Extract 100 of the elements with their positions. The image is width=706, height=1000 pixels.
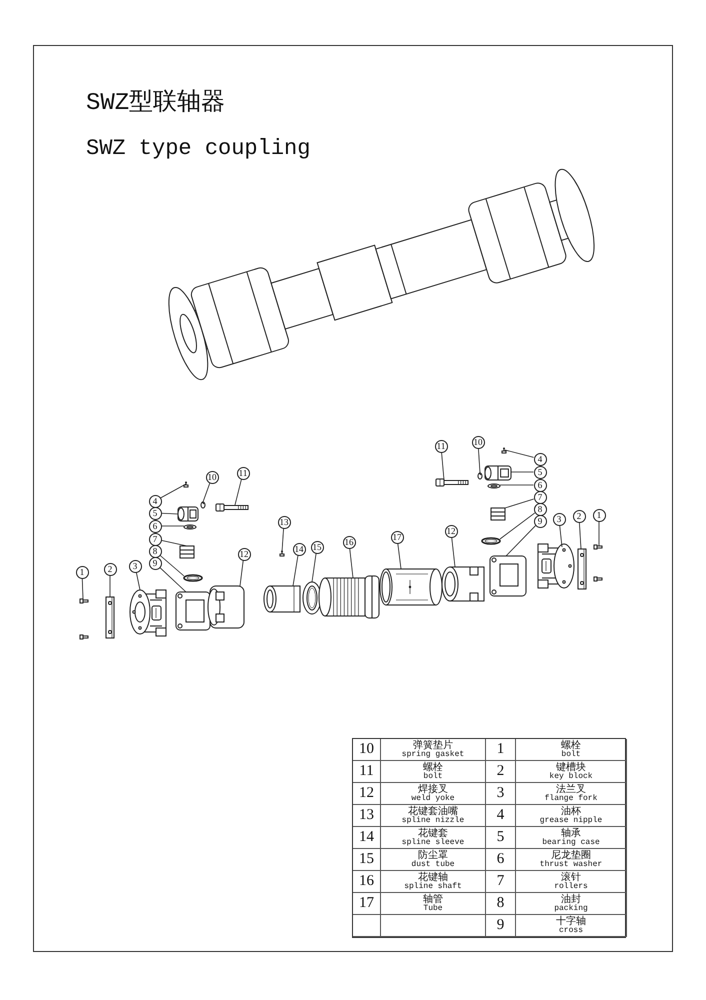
callout-number: 3 (552, 512, 566, 526)
part-name: 油封 (561, 894, 581, 904)
part-number: 9 (496, 918, 504, 933)
callout-number: 2 (572, 510, 586, 522)
part-number: 10 (359, 742, 374, 757)
part-name: key block (549, 772, 593, 780)
part-name: thrust washer (540, 860, 602, 868)
leader-line (504, 498, 534, 508)
bolt-drawing (436, 478, 468, 486)
rollers-drawing (180, 546, 194, 558)
leader-line (478, 448, 480, 474)
callout-number: 17 (390, 530, 404, 544)
leader-line (159, 567, 186, 592)
part-number: 11 (359, 764, 374, 779)
callout-number: 12 (238, 548, 250, 560)
part-name: weld yoke (411, 794, 455, 802)
callout-number: 16 (342, 536, 356, 548)
part-number: 14 (359, 830, 374, 845)
part-name: 螺栓 (561, 740, 581, 750)
callout-number: 10 (472, 436, 484, 448)
packing-drawing (183, 574, 203, 582)
callout-number: 12 (444, 524, 458, 538)
part-name: bearing case (542, 838, 600, 846)
part-number: 1 (496, 742, 504, 757)
callout-number: 1 (76, 566, 88, 578)
part-name: grease nipple (540, 816, 602, 824)
subtitle: SWZ type coupling (86, 138, 310, 160)
part-number: 4 (496, 808, 504, 823)
leader-line (579, 522, 582, 550)
part-name: 防尘罩 (418, 850, 448, 860)
callout-number: 3 (128, 560, 142, 572)
leader-line (500, 484, 534, 486)
leader-line (82, 578, 84, 600)
callout-number: 9 (534, 514, 546, 528)
callout-number: 4 (534, 452, 546, 466)
part-name: spline shaft (404, 882, 462, 890)
leader-line (312, 553, 316, 582)
part-name: 油杯 (561, 806, 581, 816)
callout-number: 7 (534, 490, 546, 504)
leader-line (292, 555, 298, 586)
bolt-drawing (80, 598, 88, 640)
part-number: 12 (359, 786, 374, 801)
thrust-washer-drawing (184, 524, 196, 530)
leader-line (504, 450, 534, 458)
leader-line (451, 537, 456, 568)
part-name: 花键轴 (418, 872, 448, 882)
grease-nipple-drawing (184, 482, 188, 488)
callout-number: 4 (148, 494, 162, 508)
callout-number: 1 (592, 508, 606, 522)
part-name: 焊接叉 (418, 784, 448, 794)
part-name: packing (554, 904, 588, 912)
callout-number: 10 (206, 470, 218, 484)
part-name: Tube (423, 904, 443, 912)
grease-nipple-drawing (280, 550, 284, 556)
leader-line (397, 543, 402, 570)
leader-line (161, 512, 178, 514)
part-number: 2 (496, 764, 504, 779)
part-name: spline sleeve (402, 838, 464, 846)
callout-number: 11 (434, 440, 448, 452)
leader-line (559, 525, 562, 548)
weld-yoke-drawing (208, 586, 244, 628)
spring-gasket-drawing (478, 472, 482, 480)
callout-number: 2 (104, 562, 116, 576)
part-name: 花键套油嘴 (408, 806, 458, 816)
part-number: 15 (359, 852, 374, 867)
leader-line (500, 512, 536, 540)
part-name: dust tube (411, 860, 455, 868)
part-name: bolt (561, 750, 581, 758)
grease-nipple-drawing (502, 448, 506, 454)
flange-fork-drawing (538, 544, 574, 588)
part-name: 螺栓 (423, 762, 443, 772)
spline-sleeve-drawing (264, 586, 300, 612)
bearing-case-drawing (484, 466, 512, 480)
bearing-case-drawing (178, 506, 198, 522)
part-name: 轴承 (561, 828, 581, 838)
cross-drawing (176, 592, 210, 630)
key-block-drawing (106, 596, 114, 638)
part-number: 3 (496, 786, 504, 801)
part-name: rollers (554, 882, 588, 890)
part-name: flange fork (544, 794, 598, 802)
callout-number: 6 (534, 478, 546, 492)
leader-line (282, 528, 284, 552)
leader-line (160, 540, 188, 546)
cross-drawing (490, 556, 526, 596)
callout-number: 11 (236, 466, 250, 480)
leader-line (349, 548, 354, 578)
part-name: 弹簧垫片 (413, 740, 453, 750)
part-name: cross (558, 926, 583, 934)
part-name: spring gasket (402, 750, 464, 758)
leader-line (441, 452, 444, 480)
bolt-drawing (594, 544, 602, 582)
part-name: 花键套 (418, 828, 448, 838)
leader-line (202, 482, 210, 502)
part-number: 8 (496, 896, 504, 911)
part-number: 17 (359, 896, 374, 911)
key-block-drawing (578, 548, 586, 590)
spline-shaft-drawing (318, 576, 380, 618)
leader-line (234, 478, 242, 506)
callout-number: 7 (148, 532, 162, 546)
part-number: 16 (359, 874, 374, 889)
